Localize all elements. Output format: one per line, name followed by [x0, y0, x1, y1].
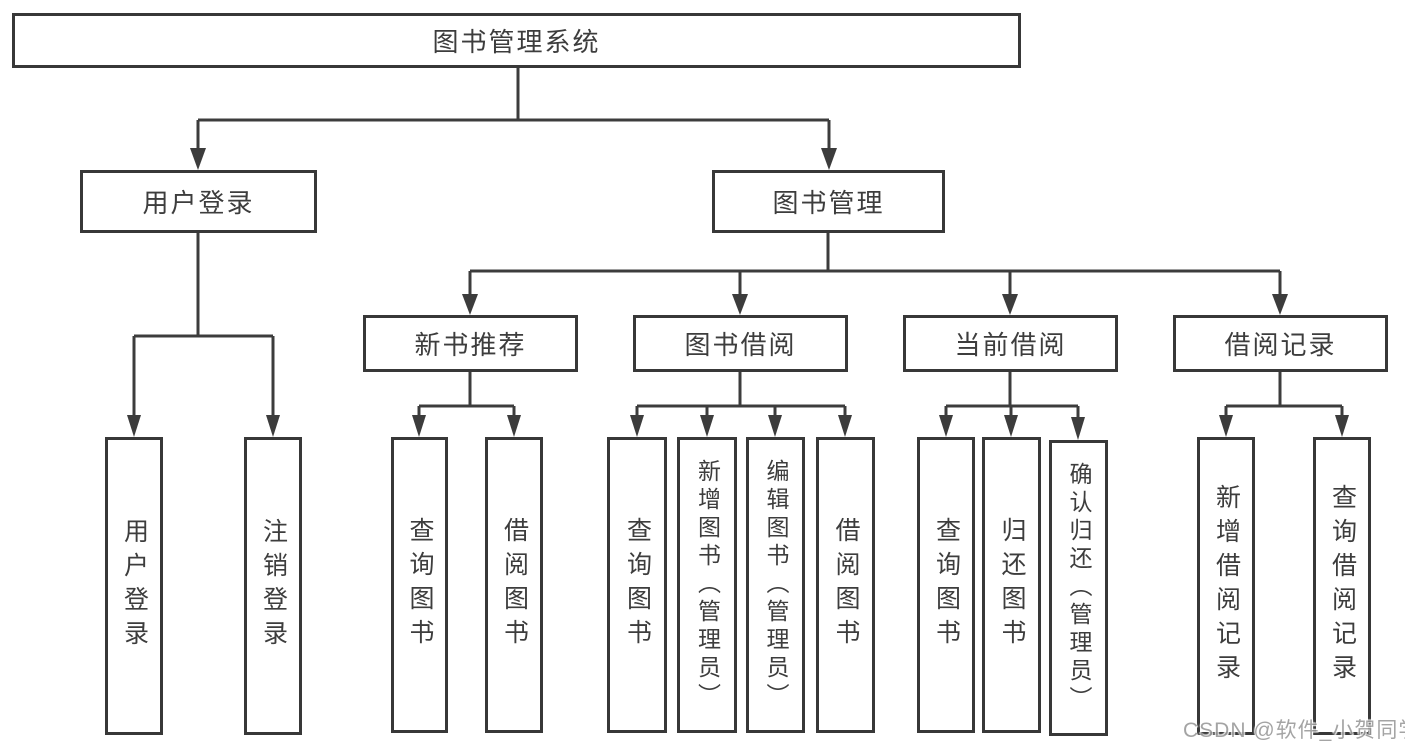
root-node: 图书管理系统 — [12, 13, 1021, 68]
leaf-query-borrow-record: 查询借阅记录 — [1313, 437, 1371, 735]
leaf-edit-book-admin-label: 编辑图书（管理员） — [763, 459, 789, 711]
branch-new-book-recommend-label: 新书推荐 — [414, 330, 527, 360]
leaf-add-book-admin: 新增图书（管理员） — [677, 437, 737, 733]
leaf-query-borrow-record-label: 查询借阅记录 — [1328, 484, 1357, 688]
branch-book-management: 图书管理 — [712, 170, 945, 233]
branch-user-login: 用户登录 — [80, 170, 317, 233]
branch-new-book-recommend: 新书推荐 — [363, 315, 578, 372]
connector-book-management-children — [462, 233, 1288, 315]
branch-borrowing-records: 借阅记录 — [1173, 315, 1388, 372]
leaf-borrow-books-recommend-label: 借阅图书 — [500, 517, 529, 653]
branch-borrowing-records-label: 借阅记录 — [1224, 330, 1337, 360]
connector-new-book-recommend-children — [412, 372, 521, 437]
branch-current-borrowing: 当前借阅 — [903, 315, 1118, 372]
leaf-query-books-recommend-label: 查询图书 — [406, 517, 434, 653]
branch-book-management-label: 图书管理 — [772, 188, 885, 218]
leaf-borrow-books-recommend: 借阅图书 — [485, 437, 543, 733]
leaf-borrow-books-borrowing: 借阅图书 — [816, 437, 875, 733]
branch-user-login-label: 用户登录 — [142, 188, 255, 218]
leaf-user-login: 用户登录 — [105, 437, 163, 735]
root-node-label: 图书管理系统 — [432, 27, 601, 57]
connector-user-login-children — [127, 233, 280, 437]
leaf-query-books-current: 查询图书 — [917, 437, 975, 733]
leaf-query-books-borrowing-label: 查询图书 — [623, 517, 652, 653]
leaf-add-borrow-record-label: 新增借阅记录 — [1212, 484, 1241, 688]
leaf-query-books-borrowing: 查询图书 — [607, 437, 667, 733]
branch-current-borrowing-label: 当前借阅 — [954, 330, 1067, 360]
leaf-confirm-return-admin: 确认归还（管理员） — [1049, 440, 1108, 736]
leaf-edit-book-admin: 编辑图书（管理员） — [746, 437, 805, 733]
csdn-watermark: CSDN @软件_小贺同学 — [1183, 719, 1405, 742]
leaf-add-book-admin-label: 新增图书（管理员） — [694, 459, 721, 711]
connector-book-borrowing-children — [630, 372, 852, 437]
leaf-logout-label: 注销登录 — [259, 518, 288, 654]
leaf-logout: 注销登录 — [244, 437, 302, 735]
leaf-user-login-label: 用户登录 — [120, 518, 149, 654]
connector-borrowing-records-children — [1219, 372, 1349, 437]
connector-current-borrowing-children — [939, 372, 1085, 440]
leaf-confirm-return-admin-label: 确认归还（管理员） — [1066, 462, 1092, 714]
branch-book-borrowing-label: 图书借阅 — [684, 330, 797, 360]
leaf-return-book-label: 归还图书 — [998, 517, 1026, 653]
leaf-return-book: 归还图书 — [982, 437, 1041, 733]
leaf-borrow-books-borrowing-label: 借阅图书 — [832, 517, 860, 653]
branch-book-borrowing: 图书借阅 — [633, 315, 848, 372]
leaf-query-books-current-label: 查询图书 — [932, 517, 961, 653]
leaf-query-books-recommend: 查询图书 — [391, 437, 448, 733]
leaf-add-borrow-record: 新增借阅记录 — [1197, 437, 1255, 735]
connector-root-to-level2 — [190, 68, 837, 170]
